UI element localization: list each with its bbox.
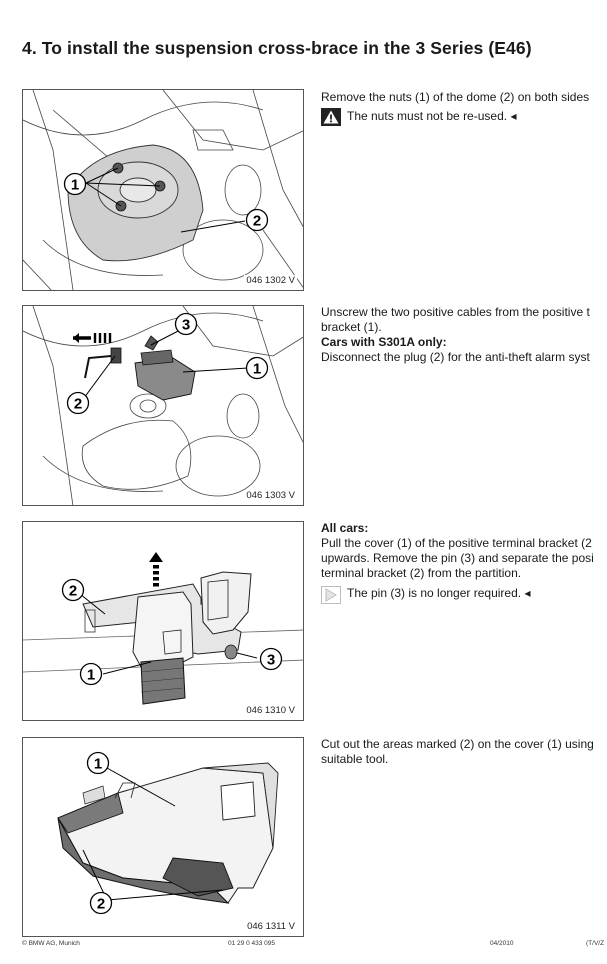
callout-2: 2	[66, 391, 90, 415]
svg-text:1: 1	[253, 361, 261, 378]
info-text: The pin (3) is no longer required.	[347, 586, 522, 600]
callout-2: 2	[89, 891, 113, 915]
figure-number: 046 1302 V	[244, 275, 297, 286]
svg-text:2: 2	[97, 896, 105, 913]
figure-terminal-cover: 2 3 1 046 1310 V	[22, 521, 304, 721]
figure-dome-nuts: 1 2 046 1302 V	[22, 89, 304, 291]
step-2-line: bracket (1).	[321, 320, 382, 334]
step-1-line: Remove the nuts (1) of the dome (2) on b…	[321, 90, 590, 104]
footer-date: 04/2010	[490, 940, 514, 947]
end-marker: ◂	[524, 586, 531, 600]
footer-copyright: © BMW AG, Munich	[22, 940, 80, 947]
dome-illustration	[23, 90, 303, 290]
callout-1: 1	[79, 662, 103, 686]
end-marker: ◂	[510, 109, 517, 123]
svg-text:2: 2	[253, 213, 261, 230]
step-3-line: terminal bracket (2) from the partition.	[321, 566, 522, 580]
figure-number: 046 1303 V	[244, 490, 297, 501]
figure-number: 046 1310 V	[244, 705, 297, 716]
callout-3: 3	[174, 312, 198, 336]
step-4-line: Cut out the areas marked (2) on the cove…	[321, 737, 594, 751]
callout-1: 1	[245, 356, 269, 380]
step-2-text: Unscrew the two positive cables from the…	[321, 305, 590, 365]
figure-cover-cutout: 1 2 046 1311 V	[22, 737, 304, 937]
step-2-line: Unscrew the two positive cables from the…	[321, 305, 590, 319]
warning-icon	[321, 108, 341, 126]
figure-number: 046 1311 V	[245, 921, 297, 932]
footer-part-number: 01 29 0 433 095	[228, 940, 275, 947]
step-3-line: upwards. Remove the pin (3) and separate…	[321, 551, 594, 565]
callout-2: 2	[245, 208, 269, 232]
svg-text:1: 1	[94, 756, 102, 773]
step-2-line: Disconnect the plug (2) for the anti-the…	[321, 350, 590, 364]
callout-3: 3	[259, 647, 283, 671]
svg-text:3: 3	[267, 652, 275, 669]
warning-note: The nuts must not be re-used. ◂	[321, 108, 589, 126]
step-3-subheading: All cars:	[321, 521, 369, 535]
callout-2: 2	[61, 578, 85, 602]
info-note: The pin (3) is no longer required. ◂	[321, 586, 594, 604]
warning-text: The nuts must not be re-used.	[347, 109, 508, 123]
svg-text:1: 1	[87, 667, 95, 684]
step-2-subheading: Cars with S301A only:	[321, 335, 447, 349]
step-4-text: Cut out the areas marked (2) on the cove…	[321, 737, 594, 767]
battery-terminal-illustration	[23, 306, 303, 505]
svg-text:1: 1	[71, 177, 79, 194]
callout-1: 1	[63, 172, 87, 196]
page-title: 4. To install the suspension cross-brace…	[22, 38, 532, 58]
svg-text:2: 2	[74, 396, 82, 413]
callout-1: 1	[86, 751, 110, 775]
cover-illustration	[57, 762, 279, 904]
arrow-up-icon	[149, 552, 163, 587]
terminal-bracket-illustration	[23, 552, 303, 705]
step-1-text: Remove the nuts (1) of the dome (2) on b…	[321, 90, 589, 126]
svg-text:3: 3	[182, 317, 190, 334]
footer-code: (T/V/Z	[586, 940, 605, 947]
figure-positive-cables: 3 1 2 046 1303 V	[22, 305, 304, 506]
svg-text:2: 2	[69, 583, 77, 600]
info-icon	[321, 586, 341, 604]
step-3-text: All cars: Pull the cover (1) of the posi…	[321, 521, 594, 604]
step-4-line: suitable tool.	[321, 752, 389, 766]
step-3-line: Pull the cover (1) of the positive termi…	[321, 536, 592, 550]
